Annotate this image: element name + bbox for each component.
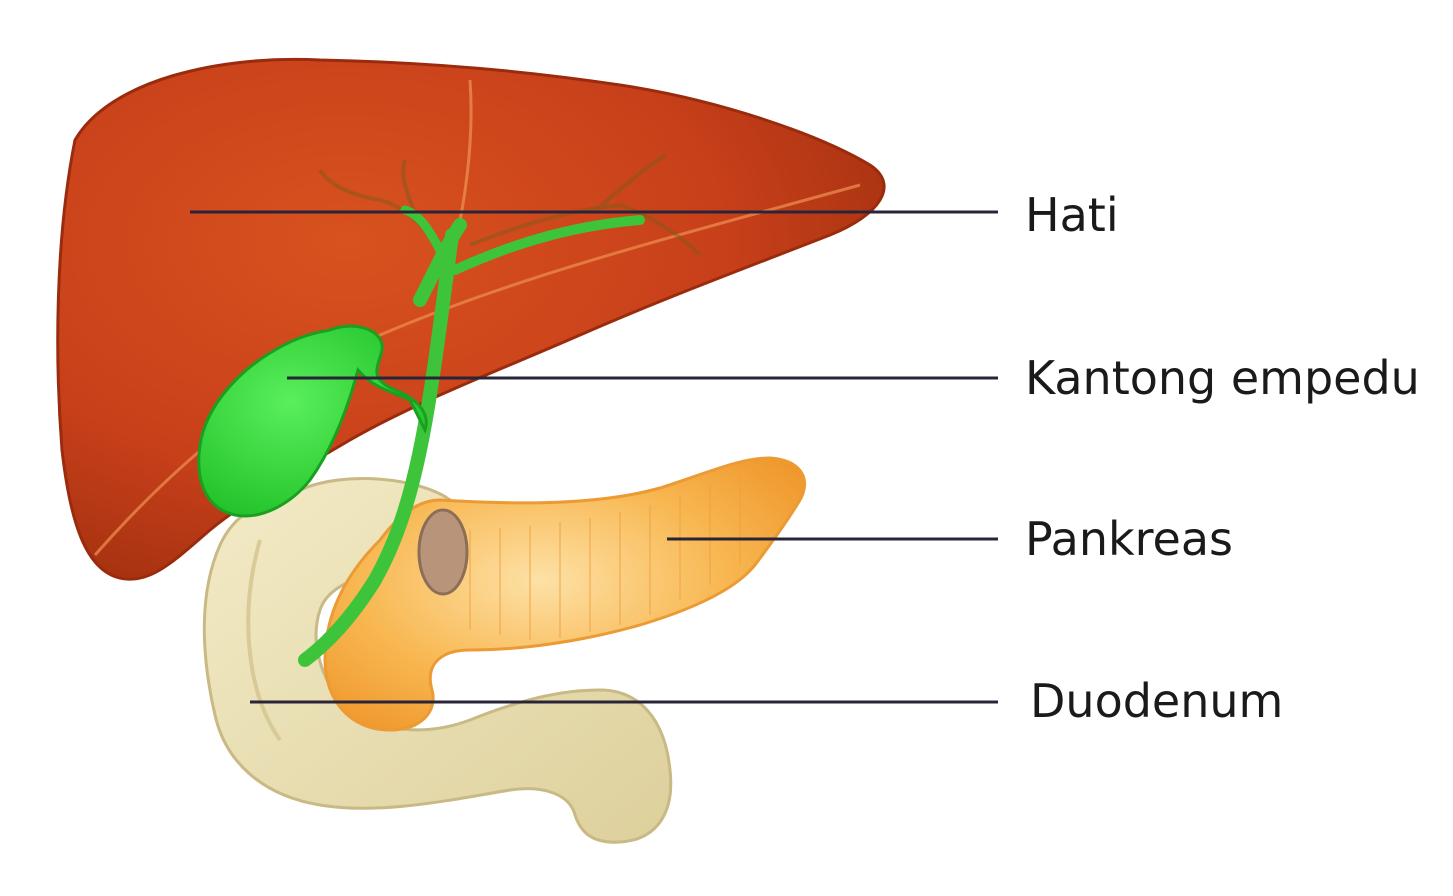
label-duodenum: Duodenum xyxy=(1030,678,1283,724)
label-pankreas: Pankreas xyxy=(1025,516,1233,562)
label-hati: Hati xyxy=(1025,192,1119,238)
label-kantong-empedu: Kantong empedu xyxy=(1025,355,1420,401)
intestine-opening xyxy=(419,510,467,594)
